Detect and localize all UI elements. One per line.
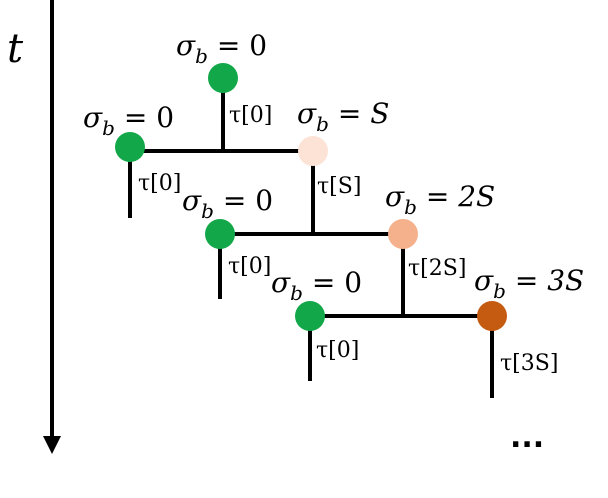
tau-label-n3: τ[S]: [317, 174, 361, 199]
sigma-label-n6: σb = 0: [271, 266, 362, 305]
time-axis-label: t: [7, 26, 24, 72]
sigma-label-n3: σb = S: [297, 97, 389, 136]
tau-label-n5: τ[2S]: [408, 256, 466, 281]
node-n1: [208, 63, 238, 93]
node-n4: [205, 219, 235, 249]
ellipsis: ...: [510, 420, 544, 455]
node-n7: [477, 301, 507, 331]
node-n3: [298, 136, 328, 166]
sigma-label-n5: σb = 2S: [385, 180, 495, 219]
tau-label-n6: τ[0]: [316, 338, 359, 363]
time-axis-arrowhead: [43, 436, 61, 454]
node-n2: [115, 132, 145, 162]
tau-label-n7: τ[3S]: [500, 351, 558, 376]
sigma-label-n7: σb = 3S: [474, 264, 584, 303]
sigma-label-n4: σb = 0: [182, 184, 273, 223]
node-n6: [295, 301, 325, 331]
tau-label-top: τ[0]: [229, 103, 272, 128]
sigma-label-n2: σb = 0: [83, 101, 174, 140]
sigma-label-n1: σb = 0: [176, 29, 267, 68]
node-n5: [388, 219, 418, 249]
tau-label-n4: τ[0]: [228, 254, 271, 279]
tau-label-n2: τ[0]: [138, 171, 181, 196]
